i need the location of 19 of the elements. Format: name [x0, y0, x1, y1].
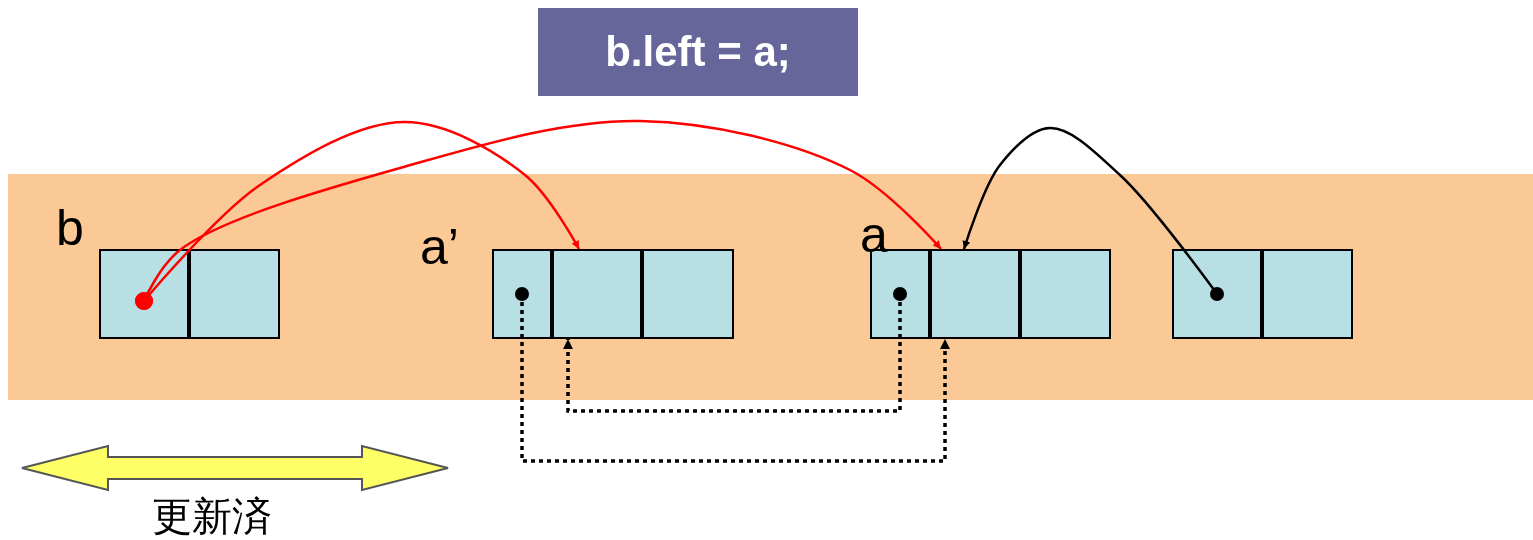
code-text: b.left = a; [605, 28, 791, 76]
code-banner [538, 8, 858, 96]
arrow [515, 287, 950, 463]
arrow [563, 287, 907, 413]
update-label: 更新済 [152, 496, 272, 536]
background-band [8, 174, 1533, 400]
cell-box [930, 249, 1020, 339]
letter-label: a’ [420, 222, 459, 272]
letter-label: b [56, 203, 84, 253]
cell-box [552, 249, 642, 339]
cell-box [99, 249, 189, 339]
cell-box [1020, 249, 1111, 339]
cell-box [189, 249, 280, 339]
cell-box [1262, 249, 1353, 339]
cell-box [492, 249, 552, 339]
arrow [135, 119, 942, 310]
arrow [962, 126, 1224, 301]
cell-box [642, 249, 734, 339]
cell-box [1172, 249, 1262, 339]
